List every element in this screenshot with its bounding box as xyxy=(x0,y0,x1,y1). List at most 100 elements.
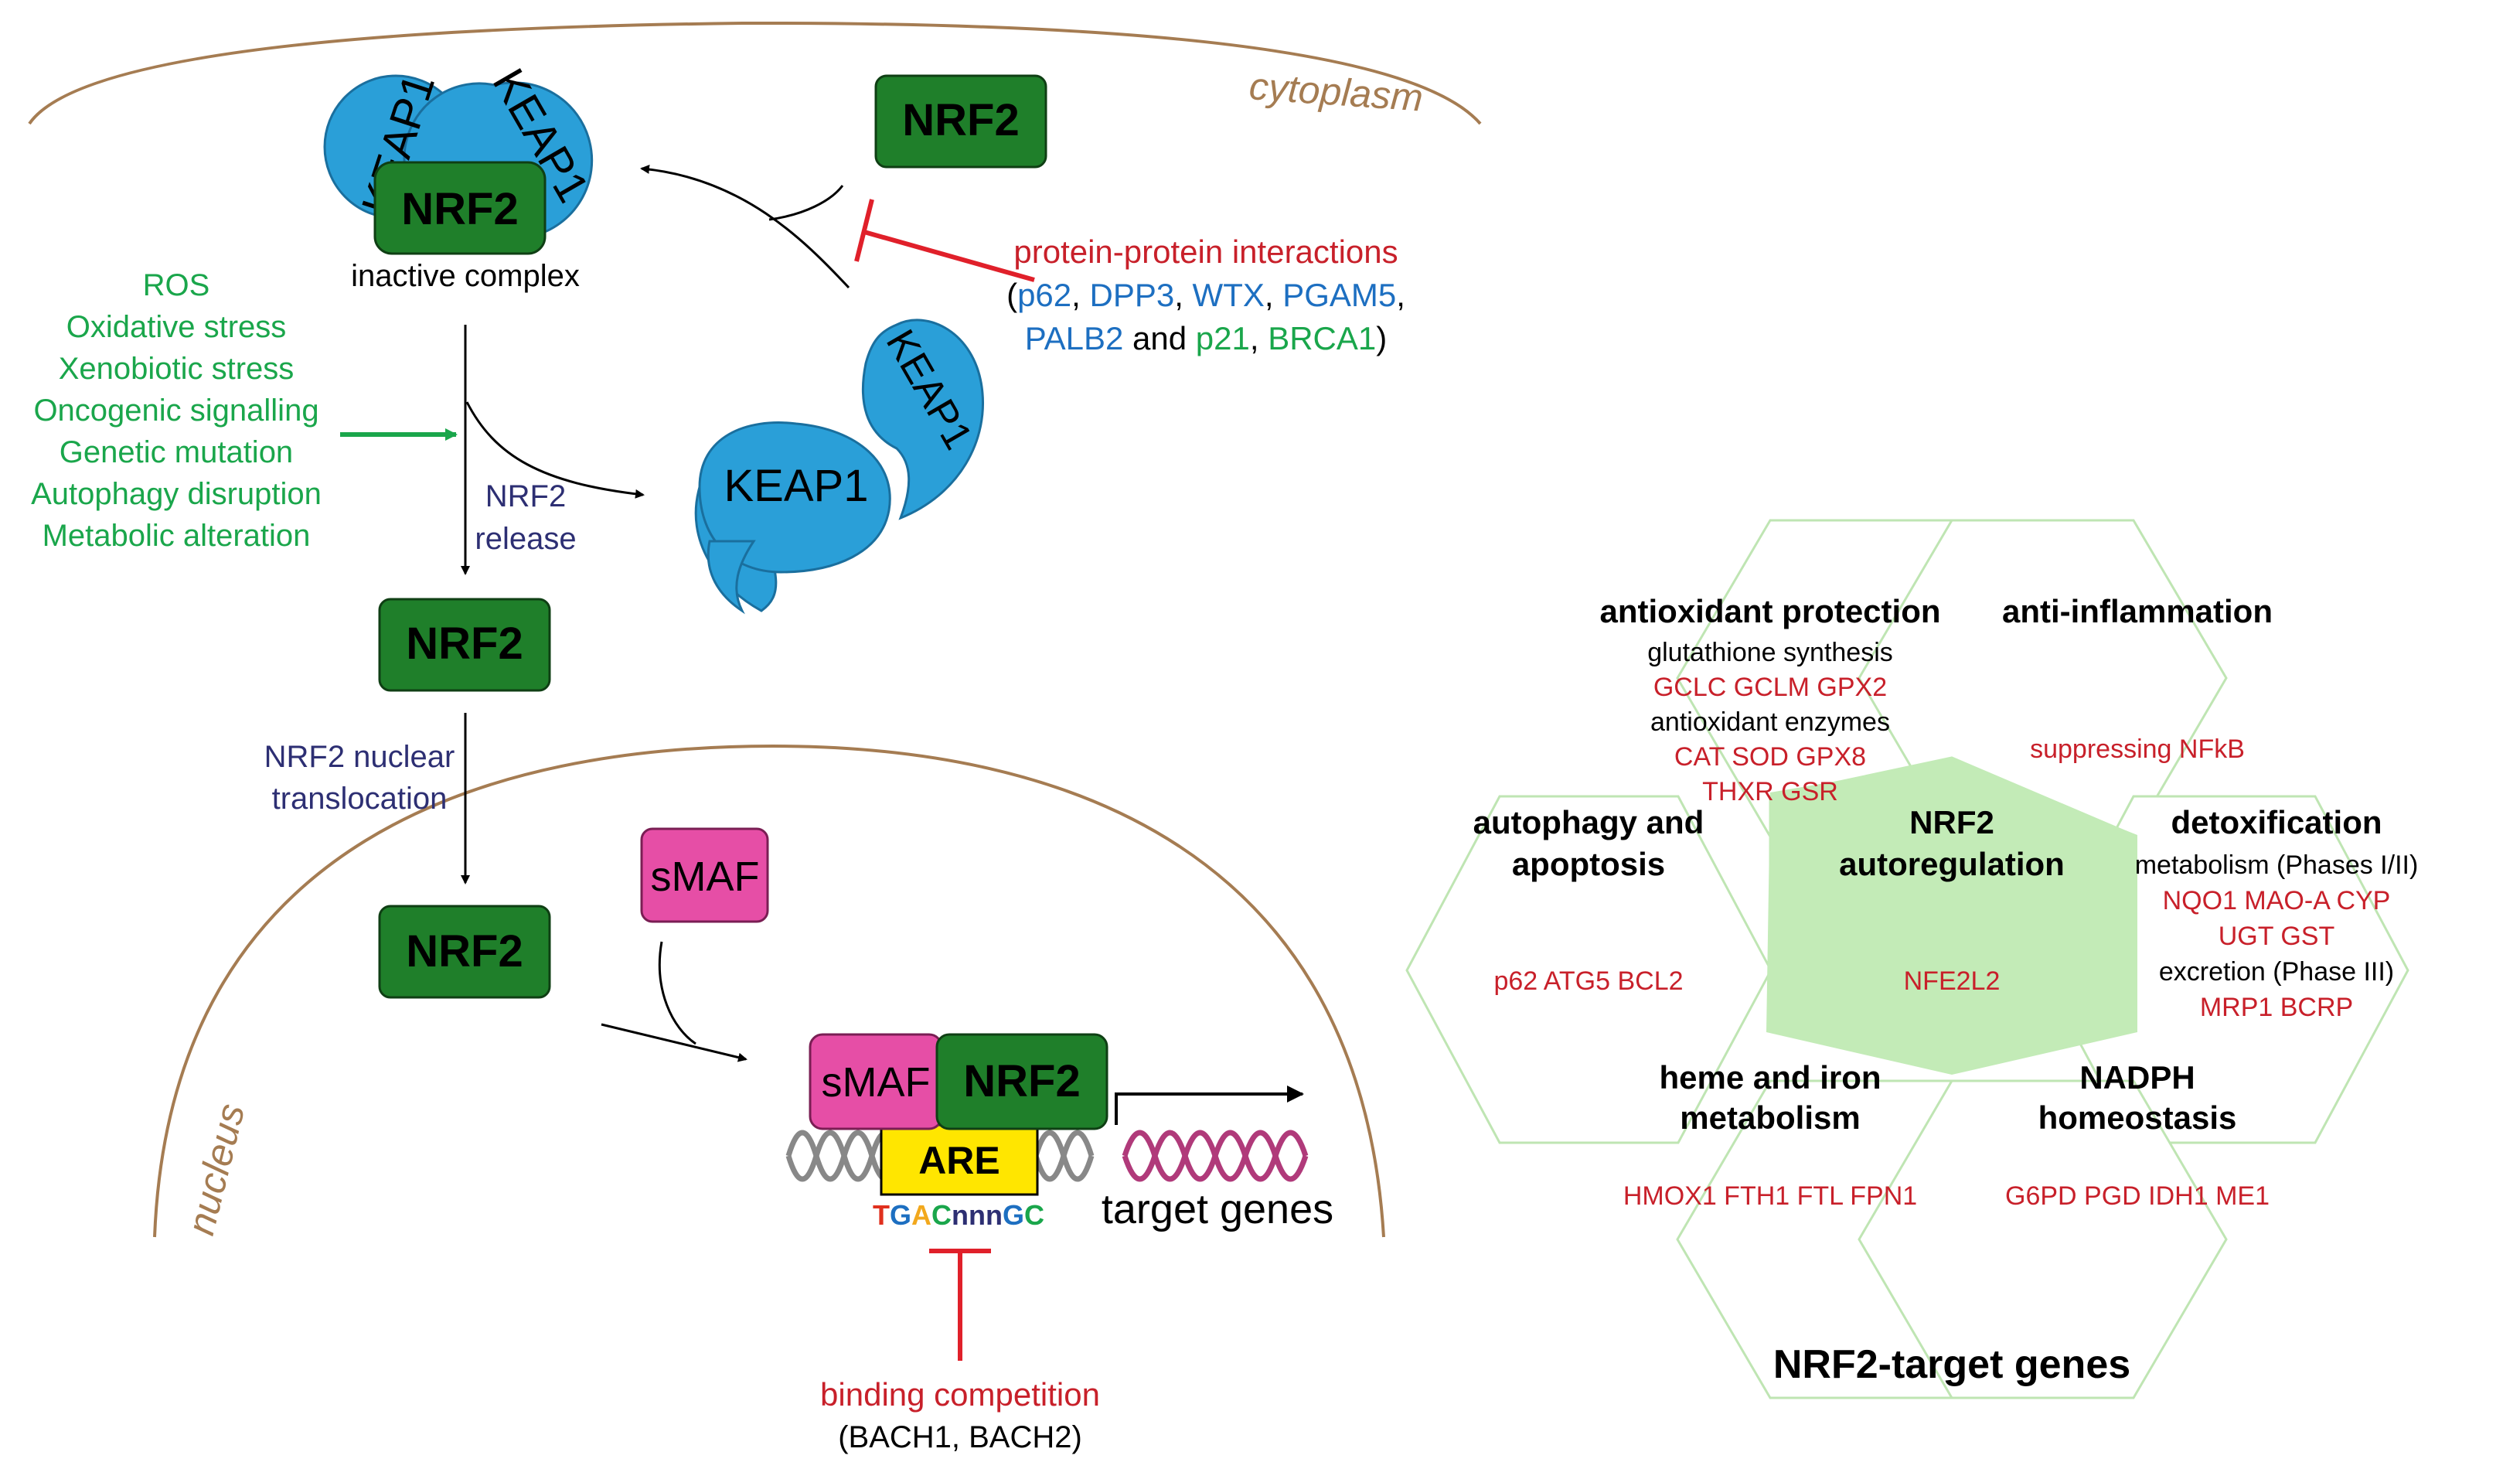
hex-heme-title-1: heme and iron xyxy=(1659,1059,1881,1096)
free-keap1-molecules: KEAP1 KEAP1 xyxy=(694,319,984,615)
hex-autophagy-title-2: apoptosis xyxy=(1512,846,1665,882)
smaf-free-label: sMAF xyxy=(651,854,760,900)
bach-label: (BACH1, BACH2) xyxy=(838,1420,1082,1454)
are-base-3: C xyxy=(931,1199,952,1231)
stressor-2: Xenobiotic stress xyxy=(59,352,295,386)
ppi-partner-6: , xyxy=(1265,277,1282,313)
dna-strand-mid-b xyxy=(1033,1130,1095,1182)
antioxidant-line-3: CAT SOD GPX8 xyxy=(1674,742,1866,772)
transcription-arrow xyxy=(1115,1086,1304,1125)
antioxidant-line-4: THXR GSR xyxy=(1702,777,1838,806)
are-base-0: T xyxy=(873,1199,890,1231)
nrf2-binding-arrow xyxy=(640,164,850,289)
nrf2-bound-label: NRF2 xyxy=(963,1056,1080,1106)
detox-line-1: NQO1 MAO-A CYP xyxy=(2163,886,2391,915)
heme-line-0: HMOX1 FTH1 FTL FPN1 xyxy=(1623,1181,1917,1211)
are-consensus-sequence: TGACnnnGC xyxy=(873,1199,1044,1231)
autoregulation-line-0: NFE2L2 xyxy=(1904,966,2001,996)
hex-inflammation-title: anti-inflammation xyxy=(2002,593,2273,629)
ppi-title: protein-protein interactions xyxy=(1013,233,1398,270)
are-label: ARE xyxy=(918,1139,1000,1182)
ppi-partner-2: , xyxy=(1071,277,1089,313)
hex-antioxidant-title: antioxidant protection xyxy=(1600,593,1941,629)
nrf2-free-top-box xyxy=(874,74,1047,169)
detox-line-2: UGT GST xyxy=(2219,922,2335,951)
hex-autoregulation-title-2: autoregulation xyxy=(1839,846,2065,882)
ppi-partner-8: , xyxy=(1396,277,1405,313)
smaf-binding-arrow xyxy=(658,941,696,1045)
hex-heme-title-2: metabolism xyxy=(1680,1099,1860,1136)
nucleus-membrane xyxy=(153,744,1385,1238)
nrf2-nuclear-box xyxy=(378,905,551,999)
keap1-free-lower-tail xyxy=(707,540,756,615)
detox-line-0: metabolism (Phases I/II) xyxy=(2135,850,2419,880)
stressor-1: Oxidative stress xyxy=(66,310,287,344)
detox-line-4: MRP1 BCRP xyxy=(2200,993,2353,1022)
keap1-free-upper xyxy=(861,319,984,520)
keap1-free-lower-label: KEAP1 xyxy=(724,461,869,511)
keap1-release-arrow xyxy=(465,401,645,499)
hex-detox-genes: metabolism (Phases I/II) NQO1 MAO-A CYP UG… xyxy=(2135,850,2419,1022)
nrf2-released-box xyxy=(378,598,551,692)
hex-nadph-title-1: NADPH xyxy=(2079,1059,2195,1096)
ppi-partner-b-3: , xyxy=(1250,320,1268,356)
nrf2-released-label: NRF2 xyxy=(406,619,523,669)
nrf2-complex-box xyxy=(373,161,547,255)
ppi-partner-4: , xyxy=(1174,277,1192,313)
autophagy-line-0: p62 ATG5 BCL2 xyxy=(1493,966,1683,996)
cytoplasm-membrane xyxy=(28,21,1482,125)
stressor-6: Metabolic alteration xyxy=(43,519,311,553)
antioxidant-line-2: antioxidant enzymes xyxy=(1650,707,1890,737)
translocation-label-2: translocation xyxy=(272,782,448,816)
ppi-partner-b-0: PALB2 xyxy=(1025,320,1124,356)
inactive-complex-label: inactive complex xyxy=(351,259,580,293)
hex-nadph-title-2: homeostasis xyxy=(2038,1099,2237,1136)
hex-autophagy xyxy=(1405,795,1773,1144)
ppi-partner-3: DPP3 xyxy=(1089,277,1174,313)
keap1-nrf2-complex: KEAP1 KEAP1 NRF2 inactive complex xyxy=(323,60,598,293)
ppi-partner-7: PGAM5 xyxy=(1282,277,1396,313)
release-label-2: release xyxy=(475,522,576,556)
ppi-partners-line-2: PALB2 and p21, BRCA1) xyxy=(1025,320,1388,356)
binding-competition-label: binding competition xyxy=(820,1376,1100,1413)
nrf2-nuclear-label: NRF2 xyxy=(406,926,523,976)
hex-nadph xyxy=(1858,1079,2228,1399)
ppi-partner-b-2: p21 xyxy=(1196,320,1250,356)
antioxidant-line-0: glutathione synthesis xyxy=(1647,638,1893,667)
hex-autoregulation-genes: NFE2L2 xyxy=(1904,966,2001,996)
smaf-bound-label: sMAF xyxy=(822,1059,931,1106)
stressor-0: ROS xyxy=(143,268,210,302)
nrf2-bound-box xyxy=(935,1033,1108,1130)
hex-autophagy-title-1: autophagy and xyxy=(1473,804,1704,840)
cytoplasm-label: cytoplasm xyxy=(1248,64,1424,120)
hex-panel-title: NRF2-target genes xyxy=(1773,1342,2130,1387)
hex-autophagy-genes: p62 ATG5 BCL2 xyxy=(1493,966,1683,996)
nucleus-label: nucleus xyxy=(179,1099,253,1239)
release-label-1: NRF2 xyxy=(485,479,566,513)
target-genes-label: target genes xyxy=(1102,1186,1333,1232)
ppi-partner-b-1: and xyxy=(1123,320,1195,356)
nrf2-complex-label: NRF2 xyxy=(401,184,518,234)
dna-target-gene-b xyxy=(1122,1130,1309,1182)
ppi-partner-0: ( xyxy=(1006,277,1017,313)
stressor-5: Autophagy disruption xyxy=(31,477,322,511)
ppi-partner-5: WTX xyxy=(1193,277,1265,313)
inflammation-line-0: suppressing NFkB xyxy=(2030,734,2245,764)
smaf-free-box xyxy=(640,827,769,923)
nrf2-binding-branch xyxy=(768,185,844,221)
ppi-inhibition-line xyxy=(863,230,1035,282)
keap1-free-lower-body xyxy=(698,421,891,574)
are-base-4: nnn xyxy=(952,1199,1003,1231)
antioxidant-line-1: GCLC GCLM GPX2 xyxy=(1653,673,1887,702)
detox-line-3: excretion (Phase III) xyxy=(2159,957,2394,987)
hex-inflammation-genes: suppressing NFkB xyxy=(2030,734,2245,764)
are-base-1: G xyxy=(890,1199,911,1231)
are-base-2: A xyxy=(911,1199,931,1231)
ppi-inhibition-bar xyxy=(854,199,874,262)
nrf2-binding-dna-arrow xyxy=(601,1023,747,1062)
nadph-line-0: G6PD PGD IDH1 ME1 xyxy=(2005,1181,2270,1211)
stressor-3: Oncogenic signalling xyxy=(33,394,318,428)
stressor-4: Genetic mutation xyxy=(60,435,293,469)
